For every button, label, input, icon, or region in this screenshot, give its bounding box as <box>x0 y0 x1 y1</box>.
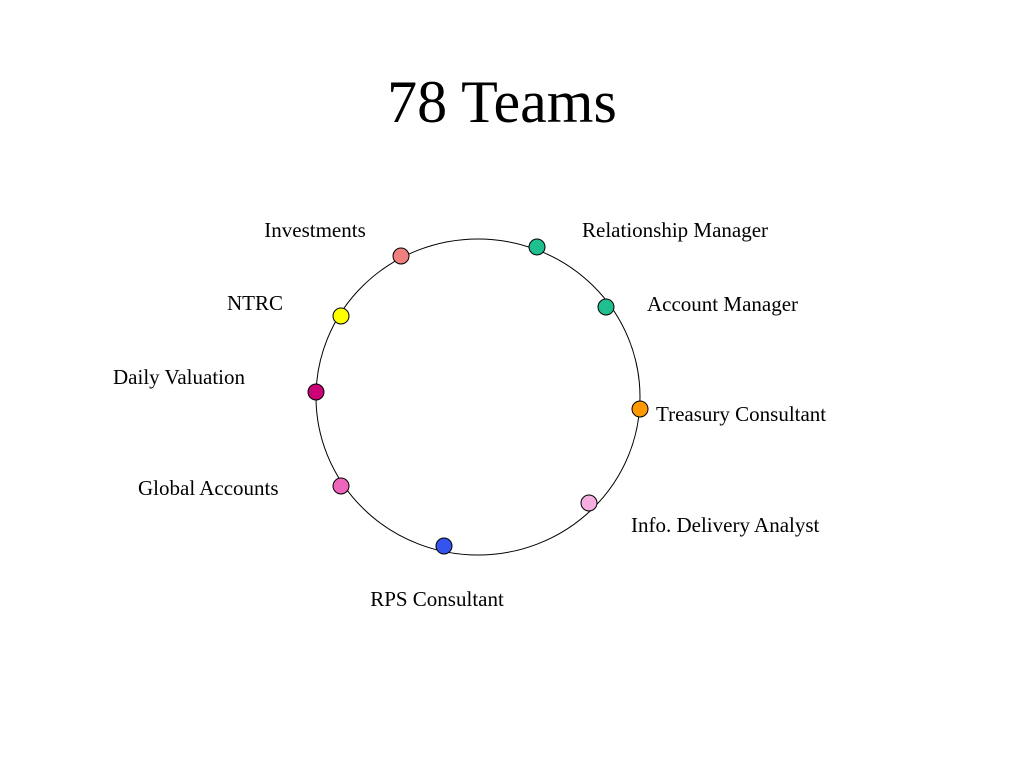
label-rps-consultant: RPS Consultant <box>370 587 504 611</box>
node-dot-investments <box>392 247 410 265</box>
label-info-delivery-analyst: Info. Delivery Analyst <box>631 513 820 537</box>
label-investments: Investments <box>264 218 366 242</box>
label-relationship-manager: Relationship Manager <box>582 218 769 242</box>
label-daily-valuation: Daily Valuation <box>113 365 246 389</box>
label-account-manager: Account Manager <box>647 292 799 316</box>
label-ntrc: NTRC <box>226 291 284 315</box>
node-dot-relationship-manager <box>528 238 546 256</box>
node-dot-daily-valuation <box>307 383 325 401</box>
node-dot-rps-consultant <box>435 537 453 555</box>
slide-title: 78 Teams <box>387 69 617 135</box>
node-dot-account-manager <box>597 298 615 316</box>
node-dot-info-delivery-analyst <box>580 494 598 512</box>
label-treasury-consultant: Treasury Consultant <box>656 402 827 426</box>
node-dot-ntrc <box>332 307 350 325</box>
label-global-accounts: Global Accounts <box>138 476 279 500</box>
node-dot-treasury-consultant <box>631 400 649 418</box>
node-dot-global-accounts <box>332 477 350 495</box>
